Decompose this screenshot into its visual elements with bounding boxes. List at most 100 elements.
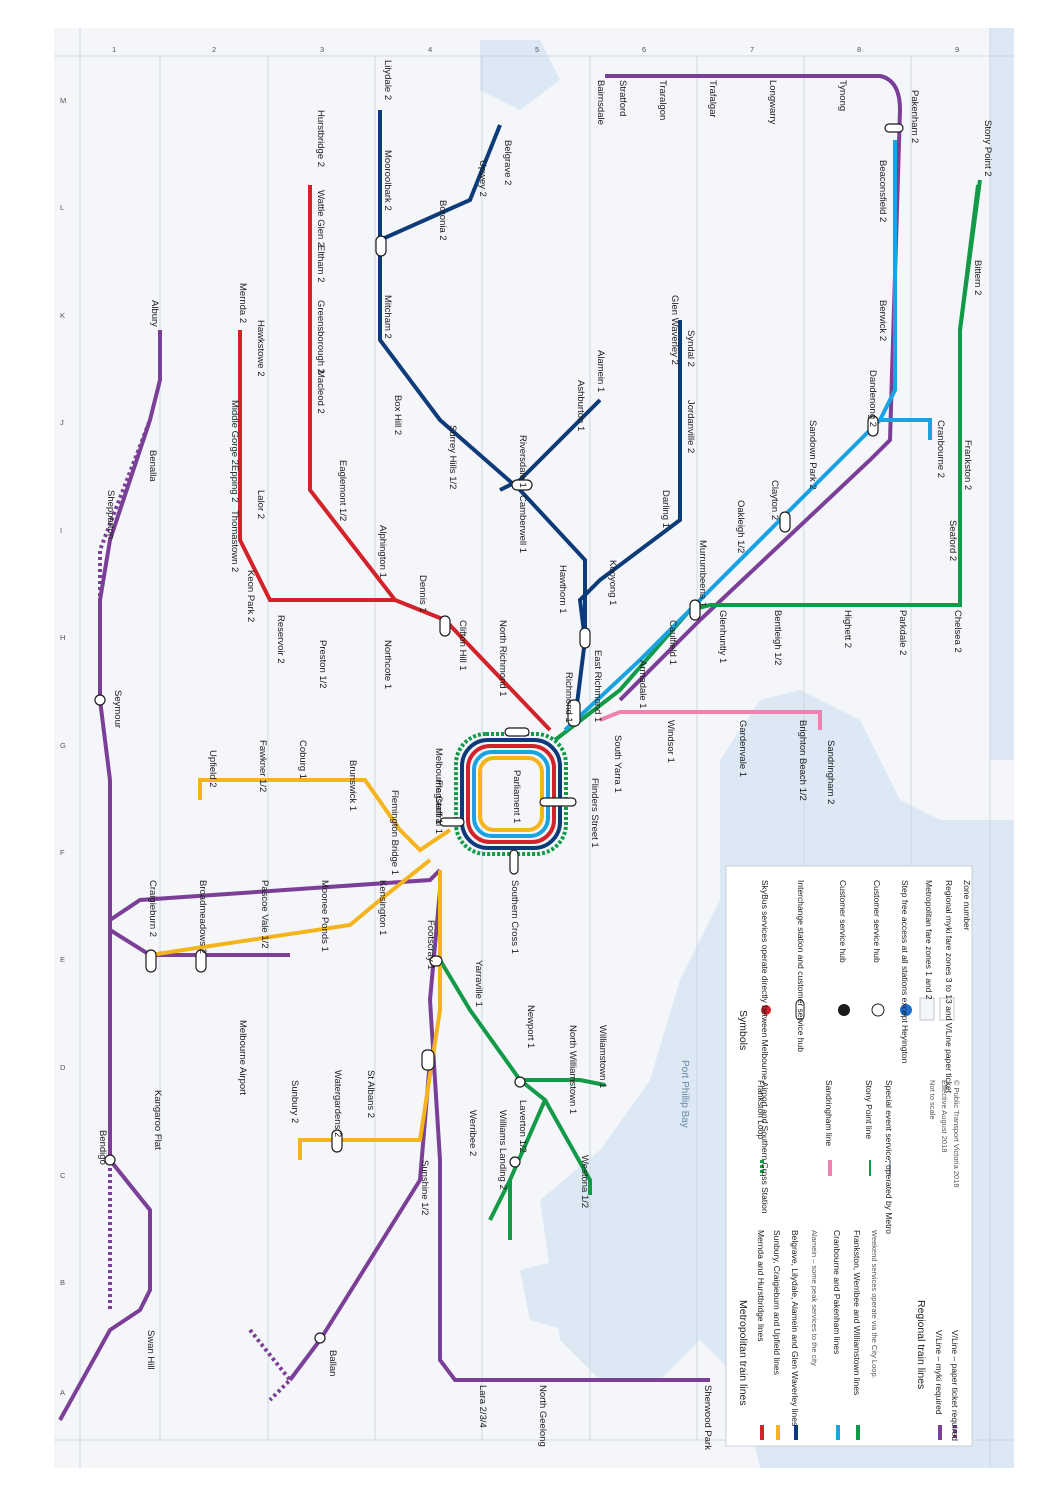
station-label: Ashburton 1 [575, 380, 586, 431]
station-label: Kooyong 1 [607, 560, 618, 605]
symbol-label: Customer service hub [872, 880, 882, 963]
grid-row-label: E [60, 955, 65, 964]
station-label: Syndal 2 [685, 330, 696, 367]
station-label: Craigieburn 2 [147, 880, 158, 937]
legend-regional-label: V/Line – paper ticket required [950, 1330, 960, 1441]
grid-row-label: K [60, 311, 65, 320]
station-label: Thomastown 2 [229, 510, 240, 572]
metro-zone-swatch [920, 998, 934, 1020]
station-label: Pakenham 2 [909, 90, 920, 143]
station-label: North Richmond 1 [497, 620, 508, 697]
legend-regional-label: V/Line – myki required [934, 1330, 944, 1415]
station-label: Armadale 1 [637, 660, 648, 709]
station-label: Benalla [147, 450, 158, 482]
station-label: Preston 1/2 [317, 640, 328, 689]
symbol-label: Customer service hub [838, 880, 848, 963]
station-label: Hurstbridge 2 [315, 110, 326, 167]
legend-item-label: Mernda and Hurstbridge lines [756, 1230, 766, 1342]
station-label: Melbourne Central 1 [433, 748, 444, 834]
grid-row-label: J [60, 418, 64, 427]
station-label: South Yarra 1 [612, 735, 623, 793]
station-label: Flinders Street 1 [589, 778, 600, 848]
station-label: Glenhuntly 1 [717, 610, 728, 663]
station-label: Epping 2 [229, 465, 240, 503]
grid-col-label: 7 [750, 45, 754, 54]
station-label: St Albans 2 [365, 1070, 376, 1118]
station-label: Box Hill 2 [392, 395, 403, 435]
legend-item-label: Belgrave, Lilydale, Alamein and Glen Wav… [790, 1230, 800, 1426]
station-label: Richmond 1 [563, 672, 574, 723]
station-label: Seaford 2 [947, 520, 958, 561]
station-label: Gardenvale 1 [737, 720, 748, 777]
station-label: Swan Hill [145, 1330, 156, 1370]
station-label: Eaglemont 1/2 [337, 460, 348, 521]
station-label: Hawthorn 1 [557, 565, 568, 614]
station-label: Trafalgar [707, 80, 718, 118]
info-icon [872, 1004, 884, 1016]
station-label: Westona 1/2 [579, 1155, 590, 1208]
station-label: Eltham 2 [315, 245, 326, 283]
grid-col-label: 5 [535, 45, 539, 54]
station-label: Sunbury 2 [289, 1080, 300, 1123]
legend-note: © Public Transport Victoria 2018 [952, 1080, 961, 1188]
station-label: Mooroolbark 2 [382, 150, 393, 211]
station-label: Camberwell 1 [517, 495, 528, 553]
station-label: Kensington 1 [377, 880, 388, 935]
station-label: East Richmond 1 [592, 650, 603, 722]
station-label: Frankston 2 [962, 440, 973, 490]
station-label: Sherwood Park [702, 1385, 713, 1450]
station-label: Coburg 1 [297, 740, 308, 779]
grid-col-label: 8 [857, 45, 861, 54]
station-label: Stratford [617, 80, 628, 116]
station-label: Middle Gorge 2 [229, 400, 240, 465]
station-label: Watergardens 2 [332, 1070, 343, 1137]
symbol-label: SkyBus services operate directly between… [760, 880, 770, 1214]
customer-service-hub-icon [838, 1004, 850, 1016]
station-label: Mitcham 2 [382, 295, 393, 339]
station-label: Darling 1 [660, 490, 671, 528]
station-label: Caulfield 1 [667, 620, 678, 665]
station-label: Pascoe Vale 1/2 [259, 880, 270, 948]
station-label: Bairnsdale [595, 80, 606, 125]
station-label: Dennis 1 [417, 575, 428, 613]
legend-regional-title: Regional train lines [915, 1300, 927, 1389]
station-label: North Williamstown 1 [567, 1025, 578, 1114]
station-label: Seymour [112, 690, 123, 728]
station-label: Bittern 2 [972, 260, 983, 295]
station-label: Upwey 2 [477, 160, 488, 197]
station-label: Footscray 1 [425, 920, 436, 970]
station-label: Shepparton [105, 490, 116, 539]
station-label: Clayton 2 [769, 480, 780, 520]
symbol-label: Step free access at all stations except … [900, 880, 910, 1064]
station-label: Keon Park 2 [245, 570, 256, 622]
station-label: Ballan [327, 1350, 338, 1376]
station-label: Brunswick 1 [347, 760, 358, 811]
station-label: Murrumbeena 1 [697, 540, 708, 607]
grid-row-label: F [60, 848, 65, 857]
symbol-label: Metropolitan fare zones 1 and 2 [924, 880, 934, 1000]
symbol-label: Regional myki fare zones 3 to 13 and V/L… [944, 880, 954, 1094]
grid-col-label: 3 [320, 45, 324, 54]
legend-special-event: Special event service, operated by Metro [884, 1080, 894, 1234]
station-label: Boronia 2 [437, 200, 448, 241]
grid-row-label: B [60, 1278, 65, 1287]
station-label: Clifton Hill 1 [457, 620, 468, 671]
station-label: Alamein 1 [595, 350, 606, 392]
bay-label: Port Phillip Bay [679, 1060, 690, 1128]
grid-row-label: I [60, 526, 62, 535]
station-label: Werribee 2 [467, 1110, 478, 1156]
station-label: Sandown Park 2 [807, 420, 818, 490]
station-label: Flemington Bridge 1 [389, 790, 400, 875]
station-label: Berwick 2 [877, 300, 888, 341]
station-label: Riversdale 1 [517, 435, 528, 488]
station-label: Traralgon [657, 80, 668, 120]
station-label: Surrey Hills 1/2 [447, 425, 458, 489]
station-label: Albury [149, 300, 160, 327]
station-label: Brighton Beach 1/2 [797, 720, 808, 801]
legend-note: Not to scale [928, 1080, 937, 1120]
legend-stony-point: Stony Point line [864, 1080, 874, 1139]
station-label: Oakleigh 1/2 [735, 500, 746, 553]
station-label: Parkdale 2 [897, 610, 908, 655]
grid-col-label: 2 [212, 45, 216, 54]
